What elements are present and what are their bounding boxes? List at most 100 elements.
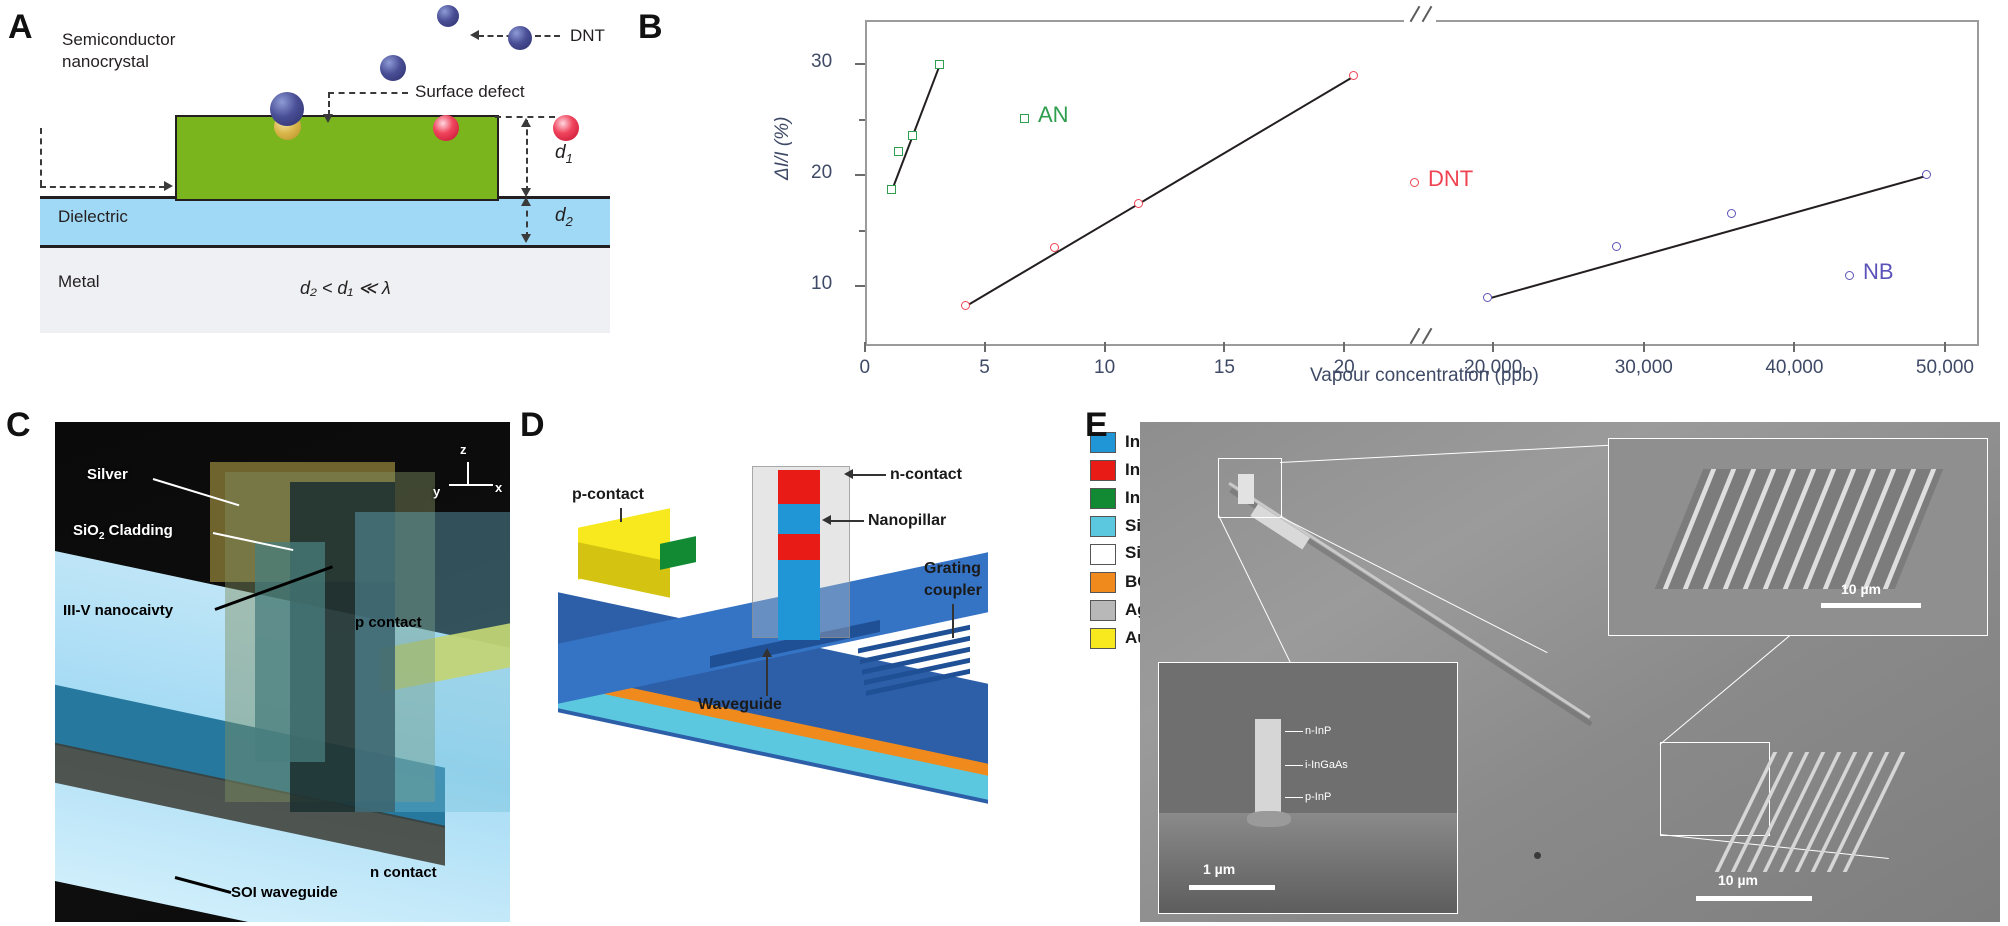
iii-v-nanocavity-block: [255, 542, 325, 762]
y-axis-tick: [855, 174, 865, 177]
legend-swatch: [1090, 431, 1116, 453]
x-axis-tick: [1943, 342, 1946, 352]
scalebar-label-inset-top-right: 10 µm: [1841, 581, 1881, 597]
legend-swatch: [1090, 571, 1116, 593]
legend-marker-nb: [1845, 271, 1854, 281]
data-point-nb: [1482, 293, 1492, 303]
axis-x-line: [467, 484, 493, 486]
n-contact-label: n contact: [370, 864, 437, 881]
panel-c-letter: C: [6, 406, 31, 444]
inset-grating-array: 10 µm: [1608, 438, 1988, 636]
y-axis-tick: [855, 63, 865, 66]
data-point-an: [934, 59, 944, 69]
grating-coupler-label-line1: Grating: [924, 560, 981, 577]
x-axis-tick-label: 15: [1213, 357, 1235, 378]
scalebar-inset-top-right: [1821, 603, 1921, 608]
axis-z-line: [467, 462, 469, 484]
panel-b-letter: B: [638, 8, 663, 46]
panel-a: A Dielectric Metal d₂ < d₁ ≪ λ Semicondu…: [0, 0, 620, 390]
d1-top-extension: [495, 116, 555, 118]
panel-e-letter: E: [1085, 406, 1108, 444]
panel-d-letter: D: [520, 406, 545, 444]
x-axis-tick: [1793, 342, 1796, 352]
thickness-relation-formula: d₂ < d₁ ≪ λ: [300, 278, 391, 298]
legend-swatch: [1090, 487, 1116, 509]
x-axis-tick: [1343, 342, 1346, 352]
annotation-leader-2: [1285, 765, 1303, 767]
inset-grating-lines: [1655, 469, 1943, 589]
x-axis-tick-label: 10: [1094, 357, 1116, 378]
d2-arrow-up: [521, 197, 531, 206]
inp-mid: [778, 504, 820, 534]
n-contact-label: n-contact: [890, 466, 962, 483]
inset-substrate: [1159, 813, 1457, 913]
y-axis-tick-label: 10: [811, 273, 833, 295]
legend-swatch: [1090, 599, 1116, 621]
dnt-leader-arrowhead: [470, 30, 479, 40]
inset-pillar: [1255, 719, 1281, 817]
surface-defect: [433, 115, 459, 141]
semiconductor-leader-vertical: [40, 128, 42, 186]
legend-item-si: Si: [1090, 514, 1240, 538]
x-axis-tick-label: 20: [1333, 357, 1355, 378]
dnt-label: DNT: [570, 26, 605, 45]
legend-label-dnt: DNT: [1428, 166, 1474, 192]
x-axis-tick: [1103, 342, 1106, 352]
x-axis-tick-label: 30,000: [1614, 357, 1673, 378]
legend-swatch: [1090, 459, 1116, 481]
x-axis-tick: [864, 342, 866, 352]
y-axis-minor-tick: [859, 229, 865, 232]
ingaas-top: [778, 470, 820, 504]
sem-micrograph: 10 µm n-InP i-InGaAs p-InP 1 µm: [1140, 422, 2000, 922]
surface-defect-label: Surface defect: [415, 82, 525, 101]
x-axis-tick-label: 20,000: [1464, 357, 1523, 378]
roi-box-grating: [1660, 742, 1770, 836]
scalebar-label-main: 10 µm: [1718, 872, 1758, 888]
soi-waveguide-label: SOI waveguide: [231, 884, 338, 901]
sio2-cladding-label: SiO2 Cladding: [73, 522, 173, 542]
nanopillar-leader: [828, 520, 864, 522]
data-point-nb: [1612, 242, 1622, 251]
surface-defect: [553, 115, 579, 141]
axis-break-mask: [1404, 19, 1436, 22]
axis-y-label: y: [433, 484, 441, 499]
x-axis-tick: [1642, 342, 1645, 352]
dielectric-label: Dielectric: [58, 207, 128, 226]
d1-dimension-line: [526, 120, 528, 192]
inset-pillar-base: [1247, 811, 1291, 827]
legend-label-an: AN: [1038, 101, 1069, 127]
inset-pillar-closeup: n-InP i-InGaAs p-InP 1 µm: [1158, 662, 1458, 914]
data-point-an: [908, 130, 918, 140]
x-axis-tick-label: 5: [979, 357, 990, 378]
legend-label-nb: NB: [1863, 259, 1894, 285]
surface-defect-leader-horizontal: [328, 92, 408, 94]
roi-leader-top-b: [1279, 516, 1548, 654]
sem-nanopillar: [1238, 474, 1254, 504]
axis-z-label: z: [460, 442, 467, 457]
semiconductor-label-line1: Semiconductor: [62, 30, 176, 49]
panel-c-render: Silver SiO2 Cladding III-V nanocaivty SO…: [55, 422, 510, 922]
d1-label: d1: [555, 142, 573, 166]
p-contact-label: p contact: [355, 614, 422, 631]
x-axis-title: Vapour concentration (ppb): [1310, 365, 1539, 386]
grating-coupler-leader: [952, 604, 954, 638]
axis-break-mask: [1404, 341, 1436, 344]
axis-x-label: x: [495, 480, 503, 495]
semiconductor-label-line2: nanocrystal: [62, 52, 149, 71]
d1-arrow-up: [521, 118, 531, 127]
x-axis-tick: [983, 342, 986, 352]
data-point-dnt: [961, 300, 971, 310]
annotation-n-inp: n-InP: [1305, 725, 1332, 737]
surface-defect-leader-arrowhead: [323, 114, 333, 123]
axis-y-line: [449, 484, 467, 486]
scalebar-inset-bottom-left: [1189, 885, 1275, 890]
d2-dimension-line: [526, 200, 528, 238]
nanopillar-label: Nanopillar: [868, 512, 947, 529]
p-contact-leader: [620, 508, 622, 522]
y-axis-tick-label: 20: [811, 162, 833, 184]
legend-label: Si: [1125, 516, 1142, 535]
adsorbed-dnt-molecule: [270, 92, 304, 126]
dnt-molecule: [437, 5, 459, 27]
x-axis-tick: [1223, 342, 1226, 352]
dnt-molecule: [508, 26, 532, 50]
